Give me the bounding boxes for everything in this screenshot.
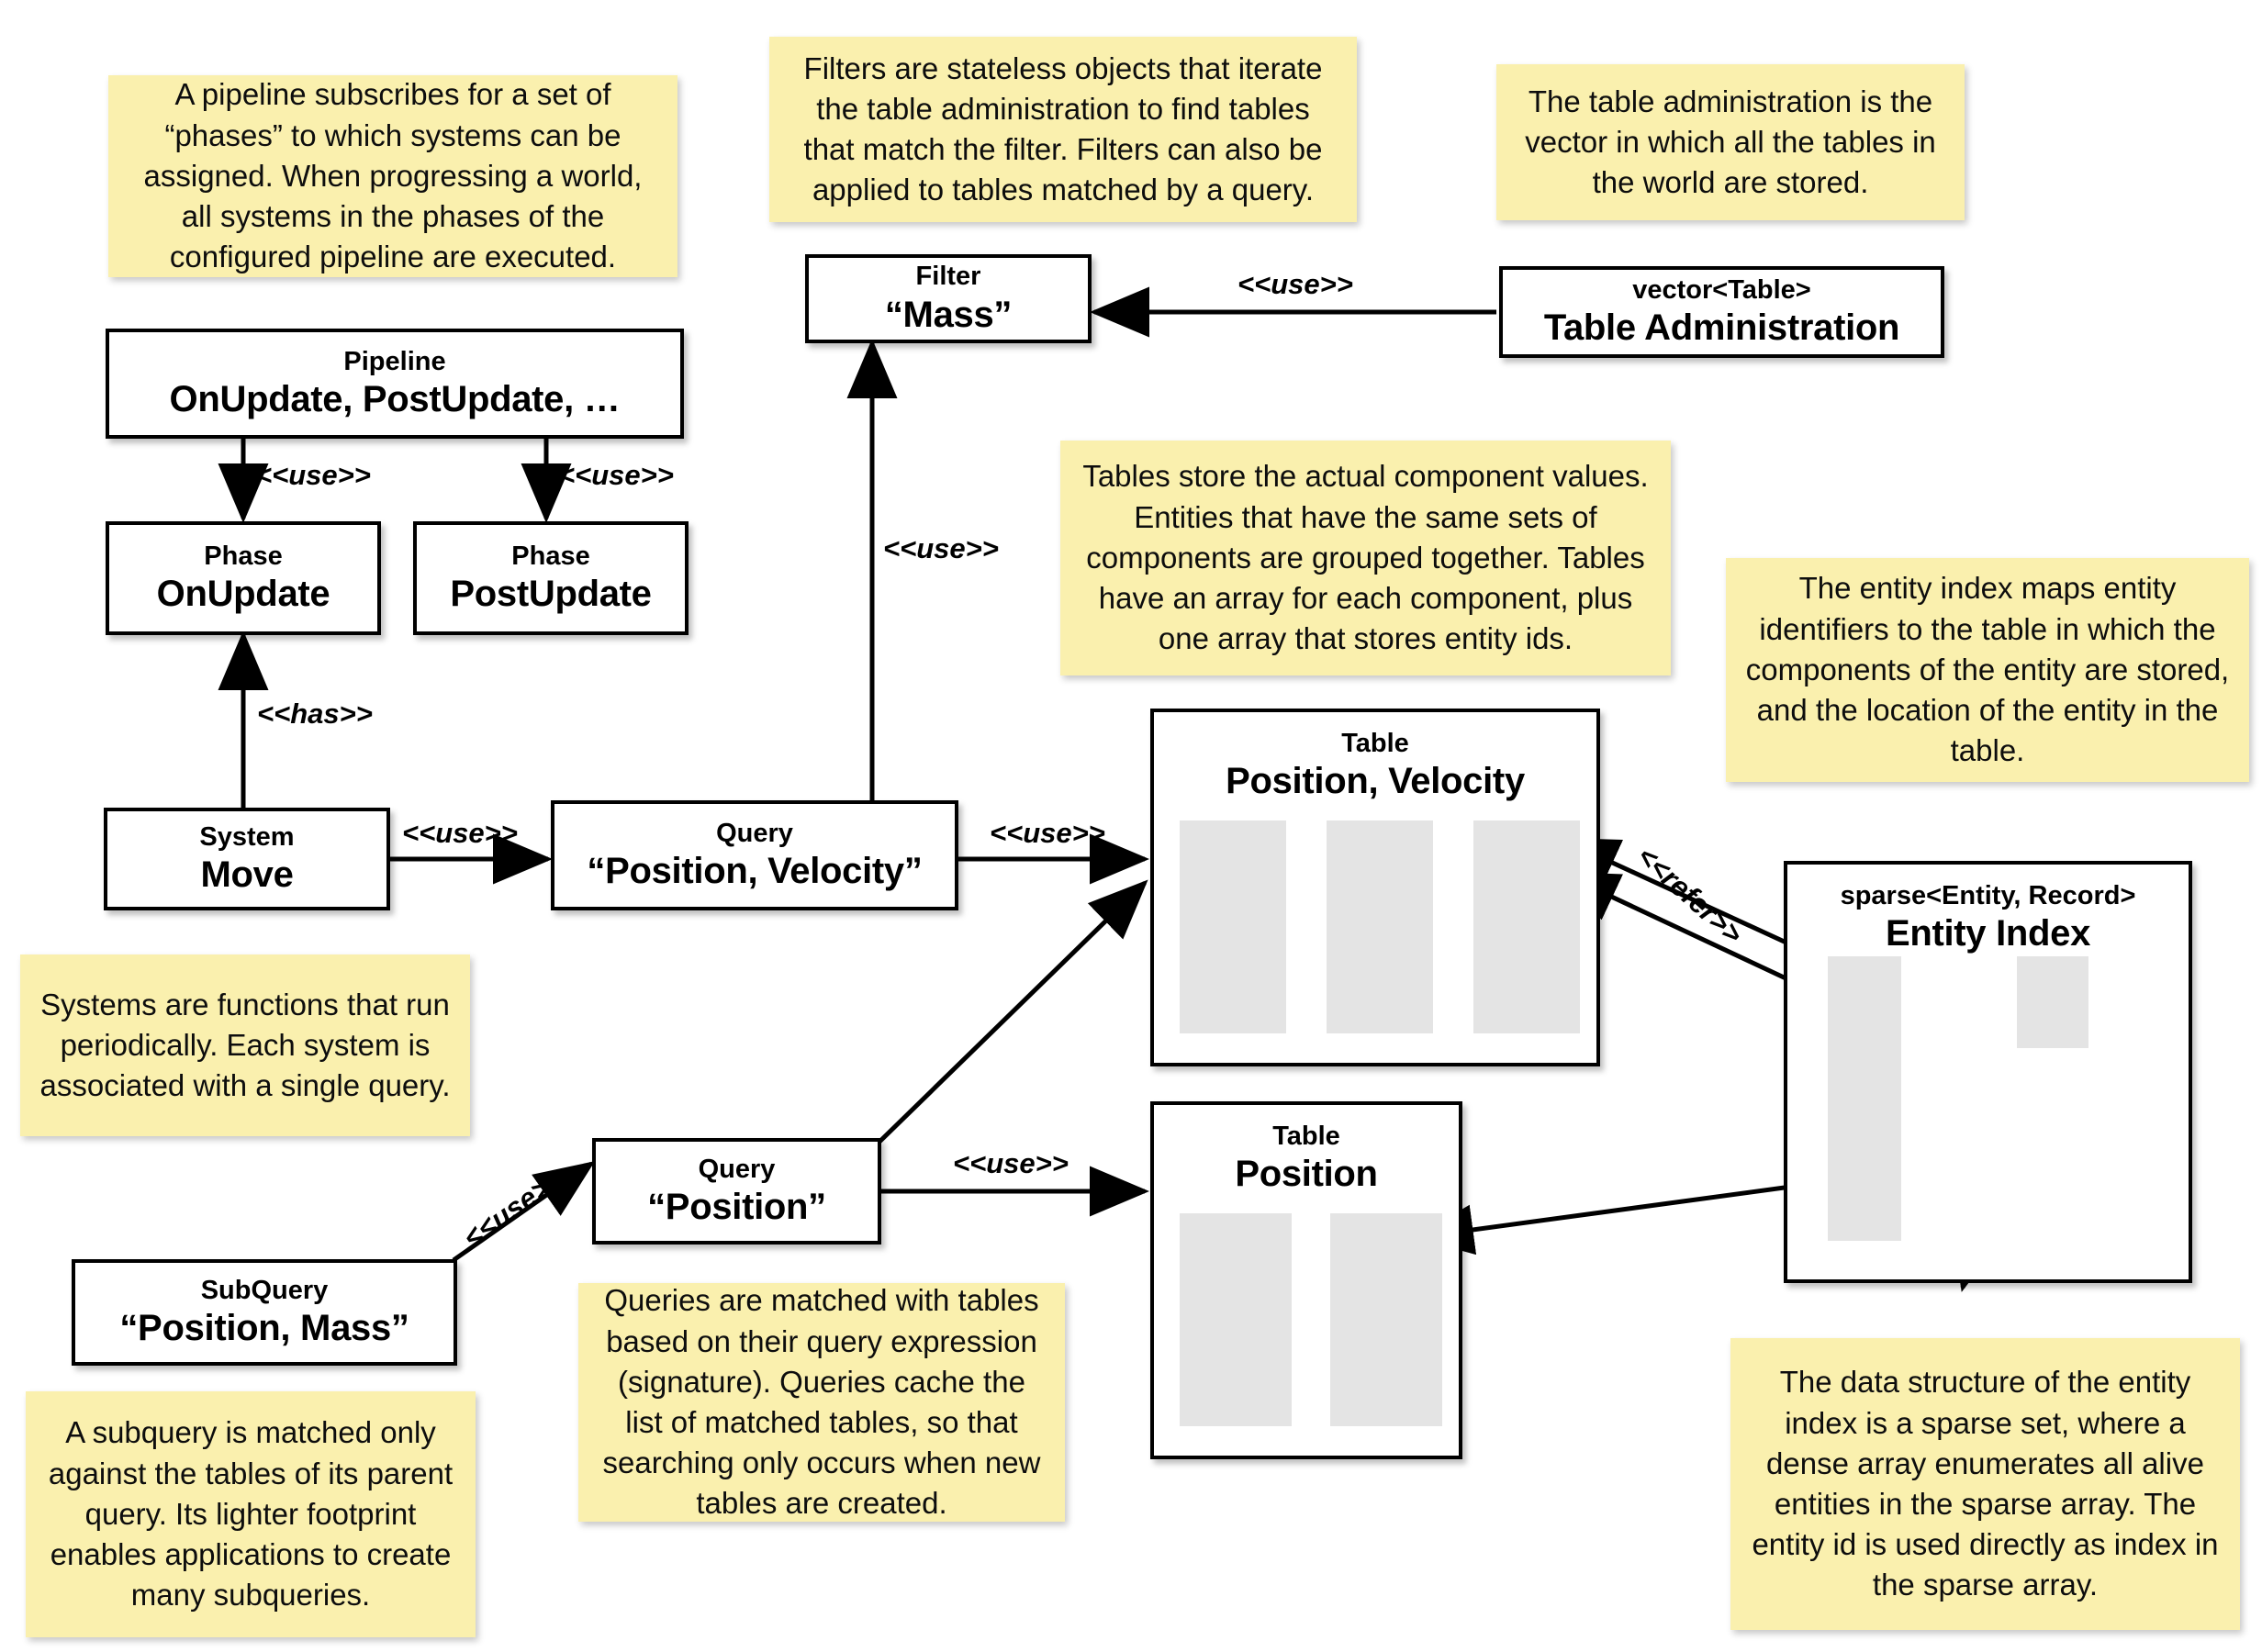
edge-label-index-refer-table: <<refer>>: [1630, 840, 1750, 951]
box-table-position[interactable]: Table Position: [1150, 1101, 1462, 1459]
box-system-move[interactable]: System Move: [104, 808, 390, 910]
note-systems: Systems are functions that run periodica…: [20, 954, 470, 1136]
box-pipeline-name: OnUpdate, PostUpdate, …: [169, 379, 621, 420]
box-table-position-velocity-stereotype: Table: [1341, 729, 1409, 758]
note-pipeline: A pipeline subscribes for a set of “phas…: [108, 75, 677, 277]
box-filter-mass-stereotype: Filter: [915, 262, 981, 292]
box-table-position-stereotype: Table: [1272, 1122, 1340, 1151]
note-sparse-set-text: The data structure of the entity index i…: [1752, 1365, 2219, 1602]
edge-label-query-use-filter: <<use>>: [883, 532, 999, 564]
edge-querypos-use-table-posvel: [877, 879, 1148, 1144]
edge-label-pipeline-onupdate: <<use>>: [255, 459, 371, 491]
box-filter-mass-name: “Mass”: [884, 294, 1013, 335]
box-subquery-position-mass-name: “Position, Mass”: [119, 1308, 409, 1349]
box-table-position-velocity[interactable]: Table Position, Velocity: [1150, 709, 1600, 1066]
table-column: [1180, 820, 1286, 1033]
note-filter: Filters are stateless objects that itera…: [769, 37, 1357, 222]
box-phase-postupdate-name: PostUpdate: [450, 574, 652, 615]
note-subquery-text: A subquery is matched only against the t…: [48, 1415, 454, 1613]
box-entity-index[interactable]: sparse<Entity, Record> Entity Index: [1784, 861, 2192, 1283]
dense-array-column: [2017, 956, 2088, 1048]
box-query-position-name: “Position”: [647, 1187, 826, 1228]
box-subquery-position-mass-stereotype: SubQuery: [200, 1275, 329, 1305]
note-queries: Queries are matched with tables based on…: [578, 1283, 1065, 1522]
note-entity-index: The entity index maps entity identifiers…: [1726, 558, 2249, 782]
box-system-move-stereotype: System: [199, 821, 295, 852]
edge-index-refer-table-pos: [1414, 1177, 1846, 1256]
edge-label-system-has-phase: <<has>>: [257, 698, 373, 730]
box-query-position-velocity[interactable]: Query “Position, Velocity”: [551, 800, 958, 910]
box-query-position-velocity-stereotype: Query: [716, 818, 793, 848]
box-table-administration[interactable]: vector<Table> Table Administration: [1499, 266, 1944, 358]
edge-label-admin-use-filter: <<use>>: [1237, 268, 1353, 300]
box-query-position[interactable]: Query “Position”: [592, 1138, 881, 1245]
box-query-position-velocity-name: “Position, Velocity”: [587, 851, 923, 892]
note-pipeline-text: A pipeline subscribes for a set of “phas…: [143, 77, 643, 274]
box-query-position-stereotype: Query: [698, 1154, 776, 1184]
edge-label-pipeline-postupdate: <<use>>: [558, 459, 674, 491]
box-subquery-position-mass[interactable]: SubQuery “Position, Mass”: [72, 1259, 457, 1366]
note-entity-index-text: The entity index maps entity identifiers…: [1745, 571, 2230, 768]
note-sparse-set: The data structure of the entity index i…: [1730, 1338, 2240, 1630]
box-table-position-name: Position: [1235, 1154, 1378, 1195]
edge-label-querypos-use-table: <<use>>: [953, 1147, 1069, 1179]
box-filter-mass[interactable]: Filter “Mass”: [805, 254, 1092, 343]
table-position-velocity-columns: [1180, 820, 1580, 1033]
box-phase-onupdate[interactable]: Phase OnUpdate: [106, 521, 381, 635]
box-system-move-name: Move: [200, 854, 294, 896]
box-pipeline[interactable]: Pipeline OnUpdate, PostUpdate, …: [106, 329, 684, 439]
table-column: [1473, 820, 1580, 1033]
table-column: [1327, 820, 1433, 1033]
note-tables: Tables store the actual component values…: [1060, 441, 1671, 675]
box-table-administration-name: Table Administration: [1543, 307, 1900, 349]
box-pipeline-stereotype: Pipeline: [343, 346, 446, 376]
edge-label-subquery-use-query: <<use>>: [457, 1161, 571, 1255]
box-phase-onupdate-stereotype: Phase: [204, 541, 283, 571]
note-queries-text: Queries are matched with tables based on…: [602, 1283, 1041, 1521]
box-table-position-velocity-name: Position, Velocity: [1226, 761, 1525, 802]
note-table-admin: The table administration is the vector i…: [1496, 64, 1965, 220]
note-systems-text: Systems are functions that run periodica…: [39, 987, 451, 1103]
table-column: [1180, 1213, 1292, 1426]
sparse-array-column: [1828, 956, 1901, 1241]
note-tables-text: Tables store the actual component values…: [1082, 459, 1649, 656]
box-entity-index-stereotype: sparse<Entity, Record>: [1840, 881, 2136, 910]
box-table-administration-stereotype: vector<Table>: [1632, 274, 1811, 305]
table-column: [1330, 1213, 1442, 1426]
box-phase-postupdate[interactable]: Phase PostUpdate: [413, 521, 689, 635]
box-entity-index-name: Entity Index: [1885, 913, 2091, 954]
box-phase-onupdate-name: OnUpdate: [156, 574, 330, 615]
table-position-columns: [1180, 1213, 1442, 1426]
edge-label-query-use-table: <<use>>: [990, 817, 1105, 849]
box-phase-postupdate-stereotype: Phase: [511, 541, 590, 571]
note-subquery: A subquery is matched only against the t…: [26, 1391, 476, 1637]
note-filter-text: Filters are stateless objects that itera…: [803, 50, 1323, 207]
edge-label-system-use-query: <<use>>: [402, 817, 518, 849]
note-table-admin-text: The table administration is the vector i…: [1525, 84, 1936, 200]
